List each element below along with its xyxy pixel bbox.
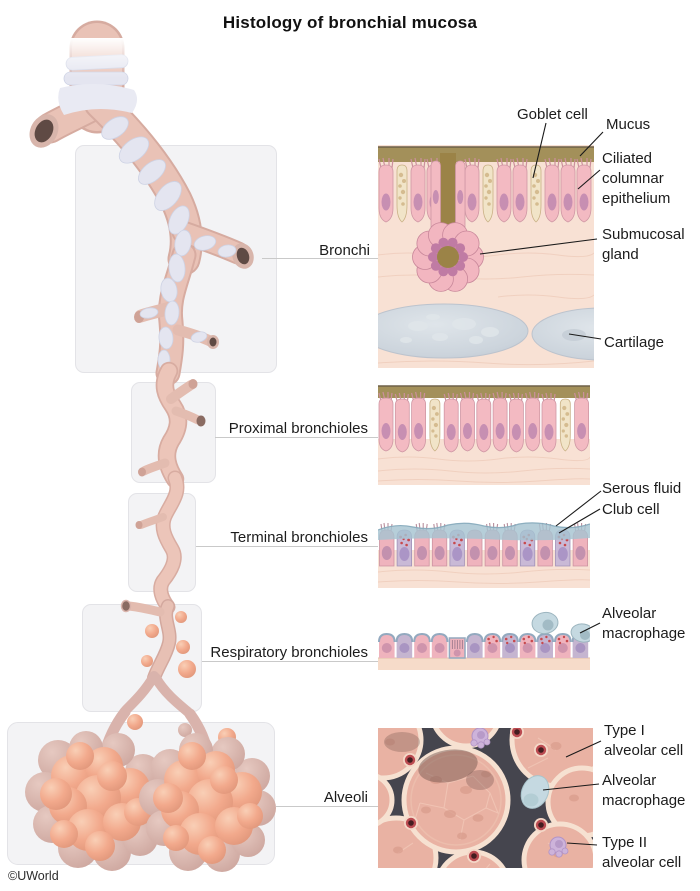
bronchi-histology-panel bbox=[378, 145, 594, 368]
page-title: Histology of bronchial mucosa bbox=[222, 13, 478, 32]
low-cuboidal-epithelium bbox=[378, 633, 590, 659]
alveoli-histology-panel bbox=[378, 728, 593, 868]
alveolus-shadow bbox=[384, 732, 494, 790]
label-terminal-bronchioles: Terminal bronchioles bbox=[230, 529, 368, 546]
annotation-goblet-cell: Goblet cell bbox=[517, 106, 588, 123]
proximal-bronchioles-box bbox=[131, 382, 216, 483]
alveolar-macrophage-shape bbox=[520, 775, 550, 809]
copyright-text: ©UWorld bbox=[8, 869, 59, 883]
annotation-mucus: Mucus bbox=[606, 116, 651, 133]
annotation-ciliated-columnar-epithelium: Ciliated columnar epithelium bbox=[602, 150, 671, 207]
proximal-bronchioles-histology-panel bbox=[378, 385, 590, 485]
annotation-submucosal-gland: Submucosal gland bbox=[602, 226, 685, 263]
alveoli-box bbox=[7, 722, 275, 865]
label-proximal-bronchioles: Proximal bronchioles bbox=[228, 420, 368, 437]
submucosal-gland-shape bbox=[412, 153, 484, 292]
respiratory-bronchioles-box bbox=[82, 604, 202, 712]
cartilage-plate-shape bbox=[378, 303, 594, 361]
label-respiratory-bronchioles: Respiratory bronchioles bbox=[210, 644, 368, 661]
annotation-club-cell: Club cell bbox=[602, 501, 660, 518]
annotation-type-ii-alveolar-cell: Type II alveolar cell bbox=[602, 834, 682, 871]
annotation-type-i-alveolar-cell: Type I alveolar cell bbox=[604, 722, 684, 759]
terminal-bronchioles-histology-panel bbox=[378, 522, 590, 588]
serous-fluid-layer bbox=[378, 522, 590, 541]
terminal-bronchioles-box bbox=[128, 493, 196, 592]
mucus-layer bbox=[378, 385, 590, 398]
label-bronchi: Bronchi bbox=[319, 242, 370, 259]
annotation-alveolar-macrophage-alveoli: Alveolar macrophage bbox=[602, 772, 686, 809]
bronchi-box bbox=[75, 145, 277, 373]
annotation-alveolar-macrophage-respiratory: Alveolar macrophage bbox=[602, 605, 686, 642]
respiratory-bronchioles-histology-panel bbox=[378, 611, 590, 670]
bronchus-opening-left bbox=[29, 114, 59, 148]
annotation-serous-fluid: Serous fluid bbox=[602, 480, 682, 497]
label-alveoli: Alveoli bbox=[323, 789, 368, 806]
annotation-cartilage: Cartilage bbox=[604, 334, 665, 351]
type-i-cell-nuclei bbox=[385, 738, 579, 858]
